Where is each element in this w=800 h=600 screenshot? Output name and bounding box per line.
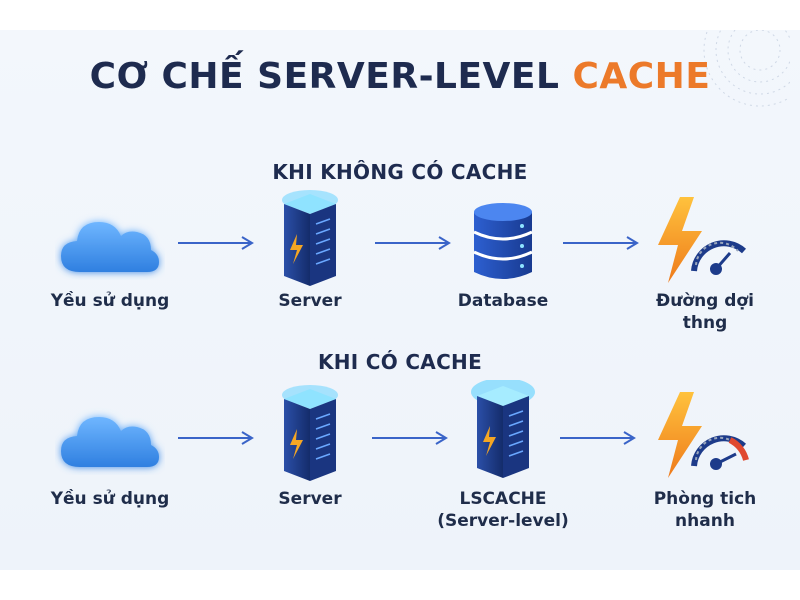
slow-gauge-icon [658, 197, 747, 283]
lscache-server-icon [471, 380, 535, 478]
node-label: Phòng tich nhanh [625, 488, 785, 532]
arrow-right-icon [560, 431, 636, 445]
server-icon [282, 190, 338, 286]
node-label: Yều sử dụng [50, 489, 170, 509]
arrow-right-icon [178, 236, 254, 250]
label-line: thng [682, 313, 728, 333]
arrow-right-icon [178, 431, 254, 445]
label-line: Đường dợi [656, 291, 754, 311]
diagram-card [0, 30, 800, 570]
cloud-icon [61, 222, 159, 272]
label-line: (Server-level) [437, 511, 569, 531]
node-label: Server [278, 291, 342, 311]
title-accent: CACHE [572, 56, 711, 97]
node-label: Đường dợi thng [625, 290, 785, 334]
cloud-icon [61, 417, 159, 467]
arrow-right-icon [375, 236, 451, 250]
decorative-dot-pattern [703, 30, 790, 107]
section-title-no-cache: KHI KHÔNG CÓ CACHE [272, 160, 528, 184]
arrow-right-icon [563, 236, 639, 250]
node-label: LSCACHE (Server-level) [423, 488, 583, 532]
label-line: LSCACHE [459, 489, 547, 509]
label-line: Phòng tich [653, 489, 757, 509]
title-main: CƠ CHẾ SERVER-LEVEL [89, 56, 560, 97]
database-icon [473, 203, 533, 279]
page-title: CƠ CHẾ SERVER-LEVEL CACHE [0, 56, 800, 97]
server-icon [282, 385, 338, 481]
arrow-right-icon [372, 431, 448, 445]
section-title-with-cache: KHI CÓ CACHE [317, 350, 483, 374]
node-label: Database [457, 291, 549, 311]
node-label: Server [278, 489, 342, 509]
node-label: Yều sử dụng [50, 291, 170, 311]
label-line: nhanh [675, 511, 735, 531]
fast-gauge-icon [658, 392, 749, 478]
